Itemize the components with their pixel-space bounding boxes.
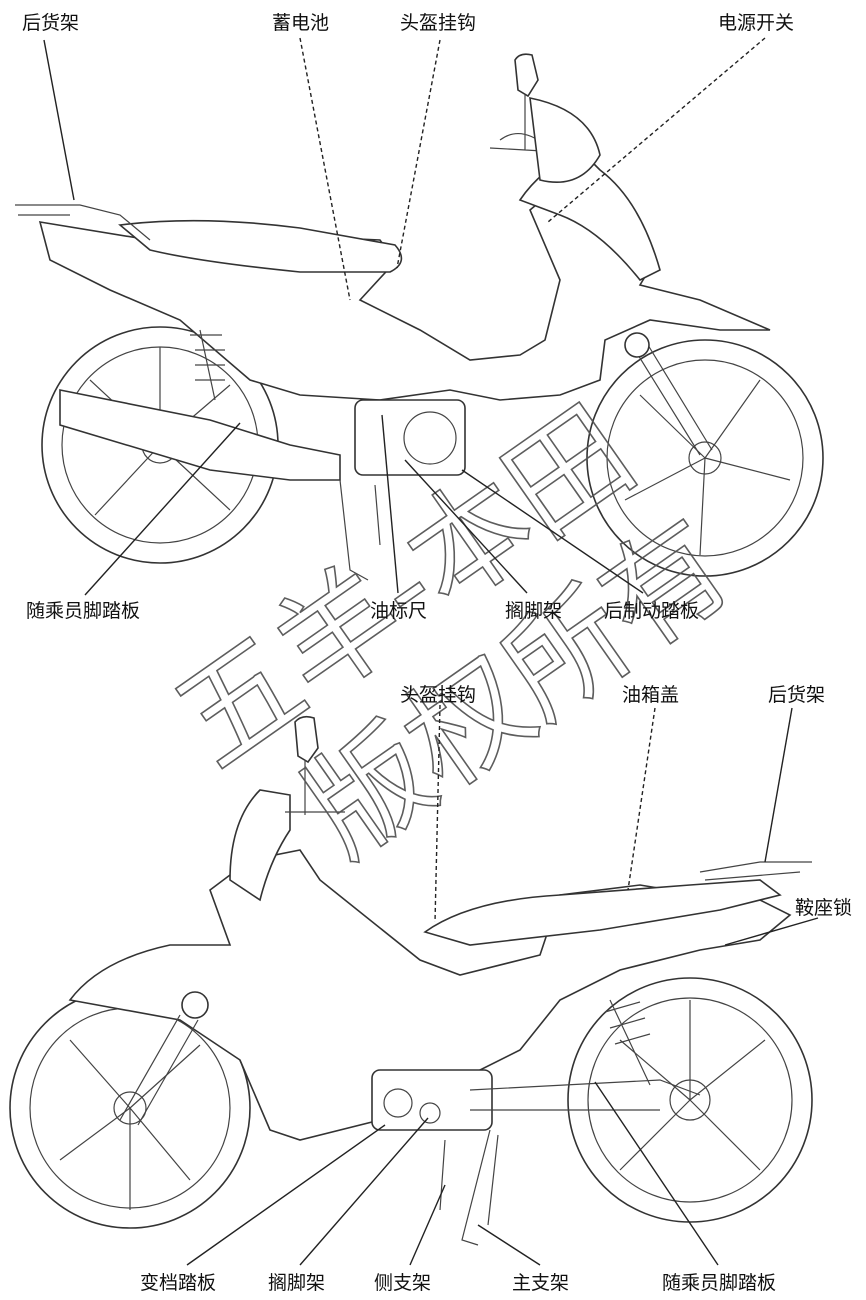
- label-bottom-helmet-hook: 头盔挂钩: [400, 684, 477, 706]
- label-bottom-footrest-bracket: 搁脚架: [268, 1272, 326, 1294]
- bottom-front-wheel: [9, 987, 251, 1229]
- label-rear-brake-pedal: 后制动踏板: [604, 600, 700, 622]
- leader-main-stand: [477, 1224, 541, 1266]
- top-front-wheel: [586, 339, 824, 577]
- bottom-leaders: [186, 704, 819, 1266]
- leader-rear-brake-pedal: [461, 469, 644, 594]
- label-power-switch: 电源开关: [718, 12, 795, 34]
- label-top-footrest-bracket: 搁脚架: [505, 600, 563, 622]
- top-rack-rail: [15, 204, 151, 241]
- leader-bottom-helmet-hook: [434, 704, 441, 923]
- leader-bottom-passenger-footrest: [594, 1081, 719, 1266]
- top-leaders: [43, 37, 766, 596]
- bottom-seat: [423, 879, 782, 946]
- label-gear-pedal: 变档踏板: [140, 1272, 217, 1294]
- label-side-stand: 侧支架: [374, 1272, 432, 1294]
- leader-top-helmet-hook: [396, 39, 441, 269]
- top-mirror: [514, 53, 539, 98]
- leader-top-footrest-bracket: [404, 459, 528, 594]
- label-top-passenger-footrest: 随乘员脚踏板: [26, 600, 141, 622]
- bottom-rear-wheel: [567, 977, 813, 1223]
- leader-seat-lock: [724, 917, 819, 946]
- bottom-front-cowl: [229, 789, 291, 902]
- leader-bottom-footrest-bracket: [299, 1117, 429, 1266]
- label-bottom-passenger-footrest: 随乘员脚踏板: [662, 1272, 777, 1294]
- leader-fuel-cap: [627, 707, 656, 891]
- top-motorcycle: [15, 53, 824, 581]
- leader-bottom-rear-rack: [764, 707, 793, 863]
- bottom-rack-rail: [699, 861, 812, 881]
- label-dipstick: 油标尺: [370, 600, 428, 622]
- leader-battery: [299, 37, 351, 301]
- bottom-motorcycle: [9, 715, 813, 1246]
- leader-gear-pedal: [186, 1124, 386, 1266]
- leader-side-stand: [409, 1184, 446, 1266]
- leader-dipstick: [381, 414, 399, 594]
- leader-top-rear-rack: [43, 39, 75, 201]
- bottom-mirror: [294, 715, 319, 764]
- label-main-stand: 主支架: [512, 1272, 570, 1294]
- leader-power-switch: [547, 37, 766, 223]
- label-top-helmet-hook: 头盔挂钩: [400, 12, 477, 34]
- leader-top-passenger-footrest: [84, 422, 241, 596]
- label-fuel-cap: 油箱盖: [622, 684, 680, 706]
- label-bottom-rear-rack: 后货架: [768, 684, 826, 706]
- top-seat: [118, 219, 403, 273]
- label-battery: 蓄电池: [272, 12, 330, 34]
- label-top-rear-rack: 后货架: [22, 12, 80, 34]
- label-seat-lock: 鞍座锁: [795, 897, 853, 919]
